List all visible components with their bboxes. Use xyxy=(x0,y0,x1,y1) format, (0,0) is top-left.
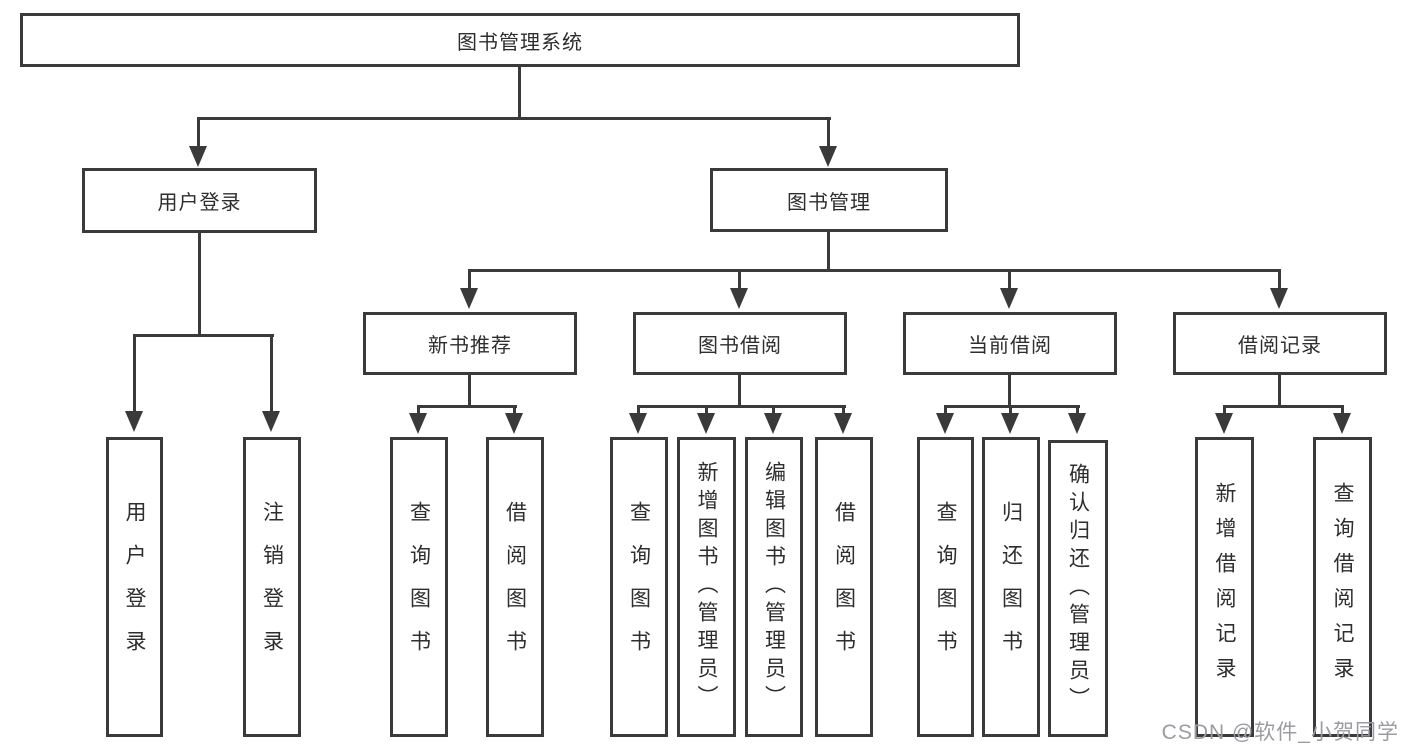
connector-current-rail xyxy=(944,405,1080,408)
connector-borrow-stem xyxy=(738,375,741,408)
leaf-edit-book-admin: 编辑图书（管理员） xyxy=(745,437,803,737)
connector-recommend-stem xyxy=(468,375,471,408)
arrow-down-icon xyxy=(1000,288,1018,309)
connector-root-stem xyxy=(518,67,521,120)
node-current-borrow: 当前借阅 xyxy=(903,312,1117,375)
connector-current-stem xyxy=(1008,375,1011,408)
leaf-label: 编辑图书（管理员） xyxy=(762,461,786,713)
connector-stem xyxy=(1223,405,1226,417)
leaf-query-books-current: 查询图书 xyxy=(917,437,974,737)
leaf-label: 查询图书 xyxy=(407,501,431,673)
leaf-borrow-books-recommend: 借阅图书 xyxy=(486,437,544,737)
csdn-watermark: CSDN @软件_小贺同学 xyxy=(1161,721,1399,744)
node-new-book-recommend: 新书推荐 xyxy=(363,312,577,375)
connector-stem xyxy=(827,117,830,150)
leaf-query-books-borrow: 查询图书 xyxy=(610,437,668,737)
arrow-down-icon xyxy=(125,411,143,432)
arrow-down-icon xyxy=(1001,413,1019,434)
connector-stem xyxy=(197,117,200,150)
arrow-down-icon xyxy=(629,413,647,434)
connector-stem xyxy=(705,405,708,417)
connector-stem xyxy=(468,269,471,293)
node-root-library-system: 图书管理系统 xyxy=(20,13,1020,67)
arrow-down-icon xyxy=(409,413,427,434)
arrow-down-icon xyxy=(1215,413,1233,434)
leaf-label: 查询图书 xyxy=(627,501,651,673)
connector-stem xyxy=(1341,405,1344,417)
leaf-label: 注销登录 xyxy=(260,501,284,673)
connector-recommend-rail xyxy=(418,405,517,408)
leaf-query-borrow-record: 查询借阅记录 xyxy=(1313,437,1372,737)
connector-borrow-rail xyxy=(637,405,846,408)
leaf-label: 借阅图书 xyxy=(503,501,527,673)
connector-stem xyxy=(738,269,741,293)
arrow-down-icon xyxy=(834,413,852,434)
arrow-down-icon xyxy=(730,288,748,309)
leaf-label: 新增图书（管理员） xyxy=(695,461,718,713)
connector-stem xyxy=(270,334,273,416)
arrow-down-icon xyxy=(936,413,954,434)
arrow-down-icon xyxy=(1270,288,1288,309)
arrow-down-icon xyxy=(1333,413,1351,434)
leaf-user-login: 用户登录 xyxy=(106,437,163,737)
connector-bookmgmt-rail xyxy=(469,269,1281,272)
connector-bookmgmt-stem xyxy=(827,232,830,272)
connector-stem xyxy=(1009,405,1012,417)
connector-root-rail xyxy=(198,117,831,120)
connector-stem xyxy=(1076,405,1079,417)
node-book-management: 图书管理 xyxy=(710,168,948,232)
arrow-down-icon xyxy=(505,413,523,434)
connector-stem xyxy=(772,405,775,417)
arrow-down-icon xyxy=(262,411,280,432)
connector-stem xyxy=(1008,269,1011,293)
node-user-login: 用户登录 xyxy=(82,168,317,233)
arrow-down-icon xyxy=(460,288,478,309)
leaf-label: 查询借阅记录 xyxy=(1331,482,1354,692)
leaf-add-book-admin: 新增图书（管理员） xyxy=(677,437,736,737)
arrow-down-icon xyxy=(764,413,782,434)
connector-userlogin-stem xyxy=(198,233,201,337)
connector-records-stem xyxy=(1278,375,1281,408)
connector-stem xyxy=(842,405,845,417)
leaf-label: 新增借阅记录 xyxy=(1213,482,1236,692)
leaf-label: 归还图书 xyxy=(999,501,1023,673)
arrow-down-icon xyxy=(189,146,207,167)
connector-stem xyxy=(513,405,516,417)
leaf-return-book: 归还图书 xyxy=(982,437,1040,737)
connector-stem xyxy=(1278,269,1281,293)
leaf-borrow-books: 借阅图书 xyxy=(815,437,873,737)
connector-stem xyxy=(944,405,947,417)
connector-userlogin-rail xyxy=(133,334,274,337)
leaf-label: 确认归还（管理员） xyxy=(1066,462,1090,715)
arrow-down-icon xyxy=(1068,413,1086,434)
leaf-add-borrow-record: 新增借阅记录 xyxy=(1195,437,1254,737)
leaf-confirm-return-admin: 确认归还（管理员） xyxy=(1048,440,1108,737)
node-book-borrow: 图书借阅 xyxy=(633,312,847,375)
connector-records-rail xyxy=(1223,405,1344,408)
leaf-label: 用户登录 xyxy=(123,501,146,673)
leaf-label: 查询图书 xyxy=(934,501,957,673)
arrow-down-icon xyxy=(697,413,715,434)
connector-stem xyxy=(133,334,136,416)
leaf-query-books-recommend: 查询图书 xyxy=(390,437,448,737)
node-borrow-records: 借阅记录 xyxy=(1173,312,1387,375)
leaf-logout: 注销登录 xyxy=(243,437,301,737)
connector-stem xyxy=(637,405,640,417)
connector-stem xyxy=(417,405,420,417)
arrow-down-icon xyxy=(819,146,837,167)
leaf-label: 借阅图书 xyxy=(832,501,856,673)
